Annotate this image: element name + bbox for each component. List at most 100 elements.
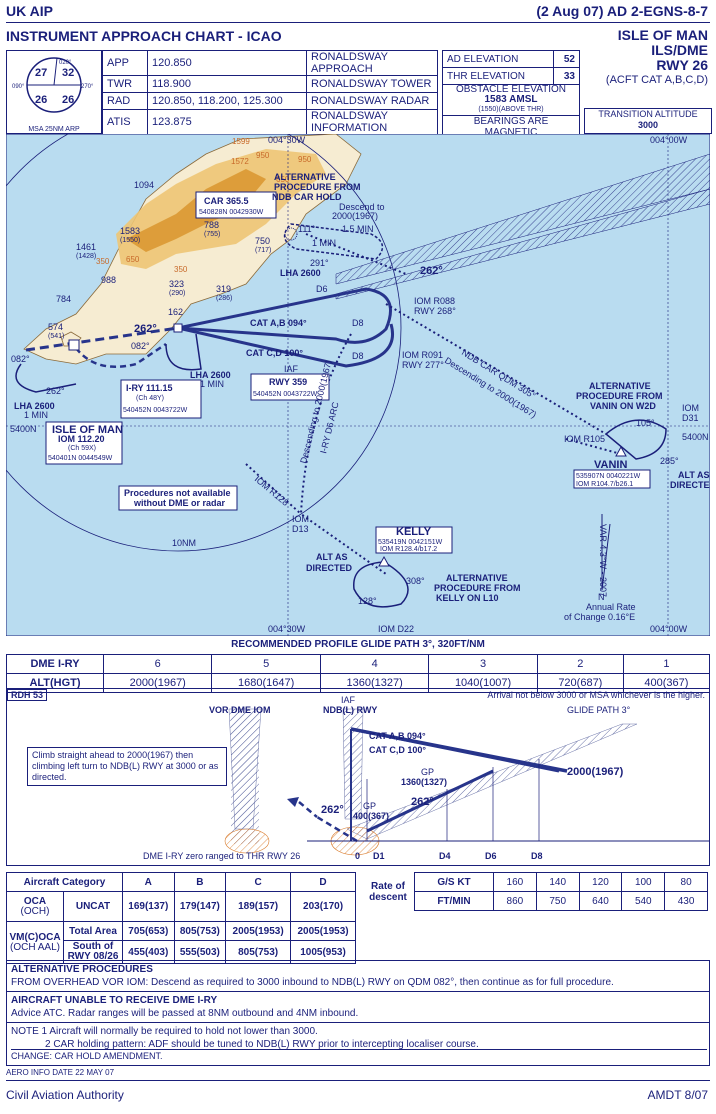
iom-d13: IOM xyxy=(292,514,309,524)
lha-label: LHA 2600 xyxy=(280,268,321,278)
cat-ab-label: CAT A,B 094° xyxy=(250,318,307,328)
ft-label: FT/MIN xyxy=(414,891,494,911)
vm-label: (OCH AAL) xyxy=(9,941,60,953)
contour: 350 xyxy=(96,257,110,266)
alt-as-directed: ALT AS xyxy=(316,552,348,562)
msa-b1: 090° xyxy=(12,84,25,90)
spot: 1461 xyxy=(76,242,96,252)
ft: 640 xyxy=(578,891,623,911)
hdg-label: 285° xyxy=(660,456,679,466)
r088-label: IOM R088 xyxy=(414,296,455,306)
gp-label: GLIDE PATH 3° xyxy=(567,705,631,715)
hdg-label: 128° xyxy=(358,596,377,606)
axis-0: 0 xyxy=(355,851,360,861)
arc-route xyxy=(299,333,387,575)
axis-d1: D1 xyxy=(373,851,385,861)
contour: 650 xyxy=(126,255,140,264)
cat-header: Aircraft Category xyxy=(6,872,123,892)
msa-b3: 020° xyxy=(59,60,72,66)
uncat: UNCAT xyxy=(63,891,123,922)
oca-label: (OCH) xyxy=(20,905,50,917)
axis-d4: D4 xyxy=(439,851,451,861)
car-ndb-symbol xyxy=(284,227,298,241)
iom-box: (Ch 59X) xyxy=(68,445,96,452)
car-box-coord: 540828N 0042930W xyxy=(199,209,264,216)
iaf-label: IAF xyxy=(284,364,299,374)
oca-val: 169(137) xyxy=(122,891,175,922)
spot: (1428) xyxy=(76,253,96,260)
kelly-hold xyxy=(353,561,409,608)
spot: 1599 xyxy=(232,137,250,146)
lon-top-2: 004°00W xyxy=(650,135,688,145)
iry-symbol xyxy=(173,323,183,333)
vanin-symbol xyxy=(615,445,627,457)
descend-note: 2000(1967) xyxy=(332,211,378,221)
gs: 120 xyxy=(578,872,623,892)
spot: 784 xyxy=(56,294,71,304)
min-label: 1 MIN xyxy=(312,238,336,248)
hdg-label: 105° xyxy=(636,418,655,428)
unable-text: Advice ATC. Radar ranges will be passed … xyxy=(11,1008,359,1019)
missed-approach-box: Climb straight ahead to 2000(1967) then … xyxy=(27,747,227,786)
vor-track xyxy=(75,342,167,368)
freq-name: RONALDSWAY TOWER xyxy=(306,75,438,93)
spot: 323 xyxy=(169,279,184,289)
lha-sub: 1 MIN xyxy=(24,410,48,420)
airport-rwy: RWY 26 xyxy=(656,57,708,73)
freq-svc: ATIS xyxy=(102,109,148,135)
msa-s2: 32 xyxy=(62,67,74,79)
r091-label: IOM R091 xyxy=(402,350,443,360)
iom-d22: IOM D22 xyxy=(378,624,414,634)
ft: 540 xyxy=(621,891,666,911)
msa-s1: 27 xyxy=(35,67,47,79)
iom-d31: IOM xyxy=(682,403,699,413)
approach-map: 004°30W 004°00W 004°30W 004°00W 5400N 54… xyxy=(6,134,710,636)
alt-kelly: PROCEDURE FROM xyxy=(434,583,521,593)
final-track xyxy=(25,326,179,352)
msa-s3: 26 xyxy=(35,94,47,106)
chart-title: INSTRUMENT APPROACH CHART - ICAO xyxy=(6,28,282,44)
hdg-label: 262° xyxy=(411,796,434,808)
iom-box: ISLE OF MAN xyxy=(52,424,123,436)
spot: 750 xyxy=(255,236,270,246)
lha-hold-2 xyxy=(165,333,202,371)
spot: (755) xyxy=(204,231,220,238)
ad-elev-label: AD ELEVATION xyxy=(441,50,555,68)
obst-label: OBSTACLE ELEVATION xyxy=(455,84,567,95)
cat: A xyxy=(122,872,175,892)
alt-proc-text: FROM OVERHEAD VOR IOM: Descend as requir… xyxy=(11,977,614,988)
rate-label: descent xyxy=(369,891,407,903)
spot: 988 xyxy=(101,275,116,285)
spot: (290) xyxy=(169,290,185,297)
oca-val: 179(147) xyxy=(173,891,227,922)
rate-label: Rate of xyxy=(371,880,405,892)
ft: 430 xyxy=(664,891,708,911)
footer-left: Civil Aviation Authority xyxy=(6,1088,124,1102)
iom-d13: D13 xyxy=(292,524,309,534)
airport-proc: ILS/DME xyxy=(651,42,708,58)
lha-label: LHA 2600 xyxy=(14,401,55,411)
gs: 140 xyxy=(535,872,580,892)
cat: B xyxy=(173,872,227,892)
annual-note: of Change 0.16°E xyxy=(564,612,635,622)
alt-as-directed: ALT AS xyxy=(678,470,710,480)
freq-val: 120.850, 118.200, 125.300 xyxy=(147,92,307,110)
vm-val: 2005(1953) xyxy=(290,921,356,941)
dme-val: 6 xyxy=(102,654,213,674)
thr-elev-label: THR ELEVATION xyxy=(441,67,555,85)
dme-label: DME I-RY xyxy=(6,654,104,674)
dme-val: 2 xyxy=(536,654,624,674)
axis-d8: D8 xyxy=(531,851,543,861)
iry-box: (Ch 48Y) xyxy=(136,395,164,402)
spot: 1583 xyxy=(120,226,140,236)
r091-label: RWY 277° xyxy=(402,360,444,370)
d8-label: D8 xyxy=(352,318,364,328)
oca-val: 189(157) xyxy=(225,891,292,922)
airport-name: ISLE OF MAN xyxy=(617,27,708,43)
lha-hold-1 xyxy=(15,363,77,393)
vanin-radial: IOM R104.7/b26.1 xyxy=(576,481,633,488)
cat-ab: CAT A,B 094° xyxy=(369,731,426,741)
freq-val: 123.875 xyxy=(147,109,307,135)
aero-info: AERO INFO DATE 22 MAY 07 xyxy=(6,1068,115,1077)
contour: 650 xyxy=(276,175,290,184)
